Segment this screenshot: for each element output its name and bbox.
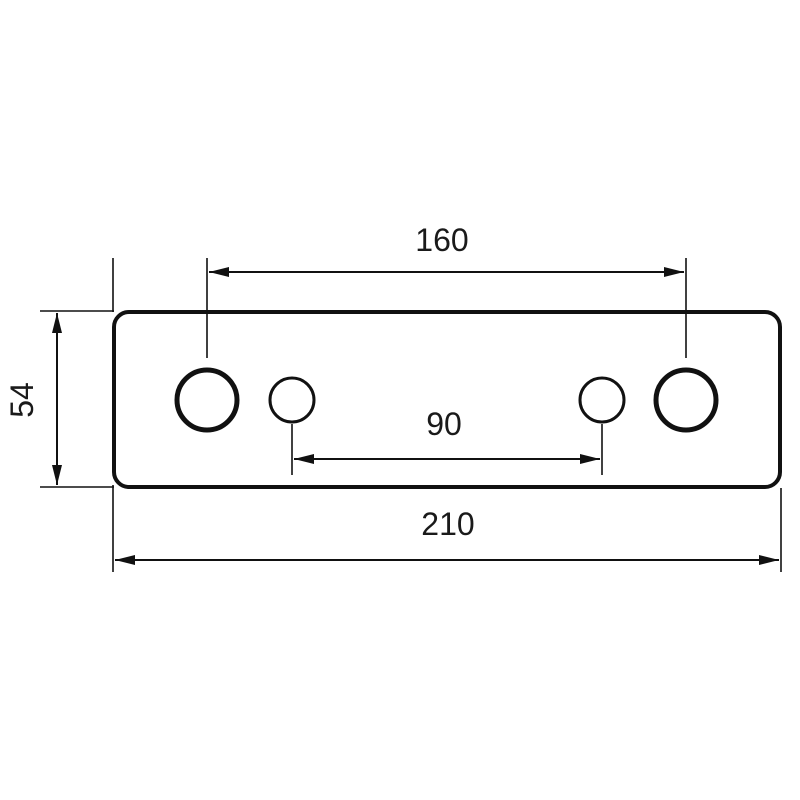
dimension-label-160: 160: [415, 222, 468, 258]
small-hole-right: [578, 376, 626, 424]
large-hole-left: [174, 367, 240, 433]
dimension-label-54: 54: [4, 382, 40, 418]
large-hole-right: [653, 367, 719, 433]
small-hole-left: [268, 376, 316, 424]
dimension-label-90: 90: [426, 406, 462, 442]
plate-outline: [112, 310, 782, 489]
dimension-label-210: 210: [421, 506, 474, 542]
